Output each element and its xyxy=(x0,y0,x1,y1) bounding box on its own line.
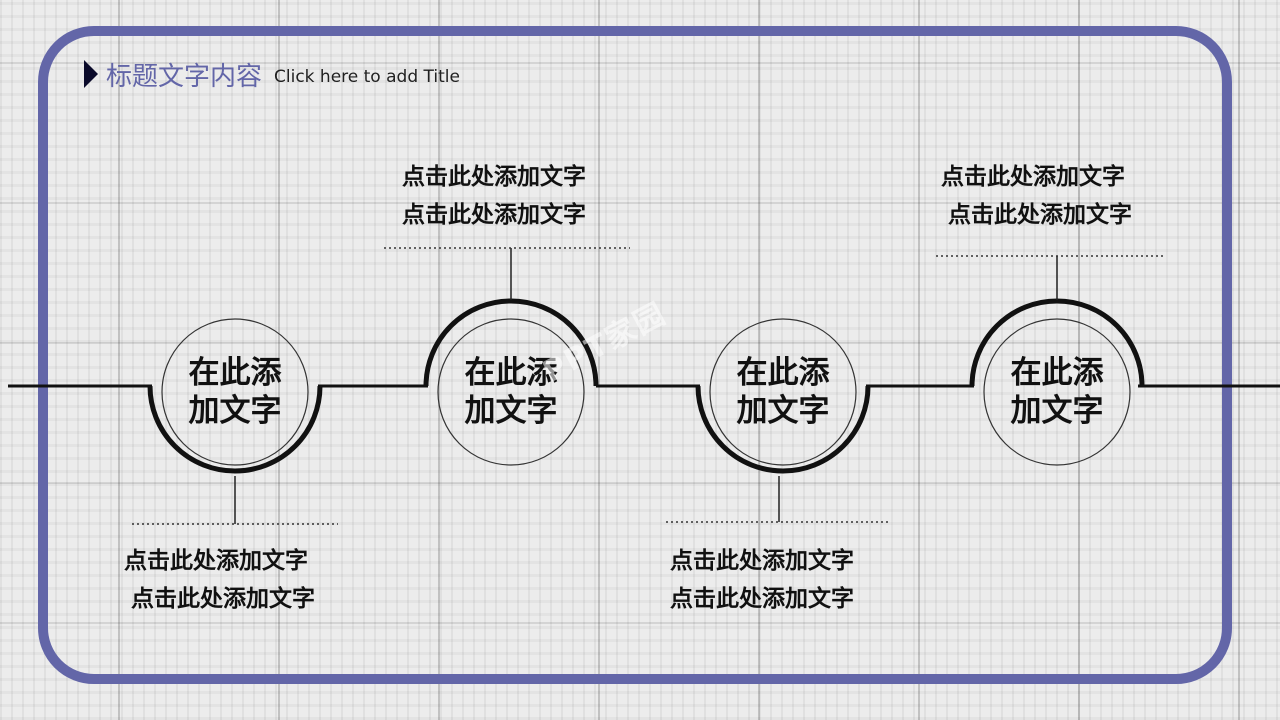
node-label-line: 加文字 xyxy=(736,393,830,429)
title-english: Click here to add Title xyxy=(274,67,460,87)
caption-line: 点击此处添加文字 xyxy=(948,202,1132,228)
node-circle xyxy=(437,318,585,466)
triangle-arrow-icon xyxy=(84,60,98,88)
node-label-line: 在此添 xyxy=(1010,355,1104,391)
node-arc xyxy=(147,385,323,474)
title-row[interactable]: 标题文字内容 Click here to add Title xyxy=(84,58,460,92)
node-arc xyxy=(969,298,1145,387)
caption-line: 点击此处添加文字 xyxy=(670,586,854,612)
caption-1[interactable]: 点击此处添加文字 点击此处添加文字 xyxy=(124,542,384,618)
caption-line: 点击此处添加文字 xyxy=(670,548,854,574)
node-label-1[interactable]: 在此添 加文字 xyxy=(160,354,310,430)
caption-line: 点击此处添加文字 xyxy=(402,164,586,190)
node-circle xyxy=(161,318,309,466)
node-label-2[interactable]: 在此添 加文字 xyxy=(436,354,586,430)
caption-4[interactable]: 点击此处添加文字 点击此处添加文字 xyxy=(941,158,1201,234)
slide-frame xyxy=(38,26,1232,684)
caption-line: 点击此处添加文字 xyxy=(402,202,586,228)
node-arc xyxy=(695,385,871,474)
node-circle xyxy=(709,318,857,466)
caption-line: 点击此处添加文字 xyxy=(124,548,308,574)
caption-2[interactable]: 点击此处添加文字 点击此处添加文字 xyxy=(402,158,662,234)
node-label-line: 在此添 xyxy=(188,355,282,391)
node-label-line: 在此添 xyxy=(464,355,558,391)
node-label-line: 加文字 xyxy=(188,393,282,429)
node-arc xyxy=(423,298,599,387)
caption-line: 点击此处添加文字 xyxy=(131,586,315,612)
node-circle xyxy=(983,318,1131,466)
node-label-line: 加文字 xyxy=(464,393,558,429)
node-label-line: 在此添 xyxy=(736,355,830,391)
title-chinese: 标题文字内容 xyxy=(106,61,263,92)
caption-3[interactable]: 点击此处添加文字 点击此处添加文字 xyxy=(670,542,930,618)
node-label-line: 加文字 xyxy=(1010,393,1104,429)
node-label-4[interactable]: 在此添 加文字 xyxy=(982,354,1132,430)
caption-line: 点击此处添加文字 xyxy=(941,164,1125,190)
node-label-3[interactable]: 在此添 加文字 xyxy=(708,354,858,430)
